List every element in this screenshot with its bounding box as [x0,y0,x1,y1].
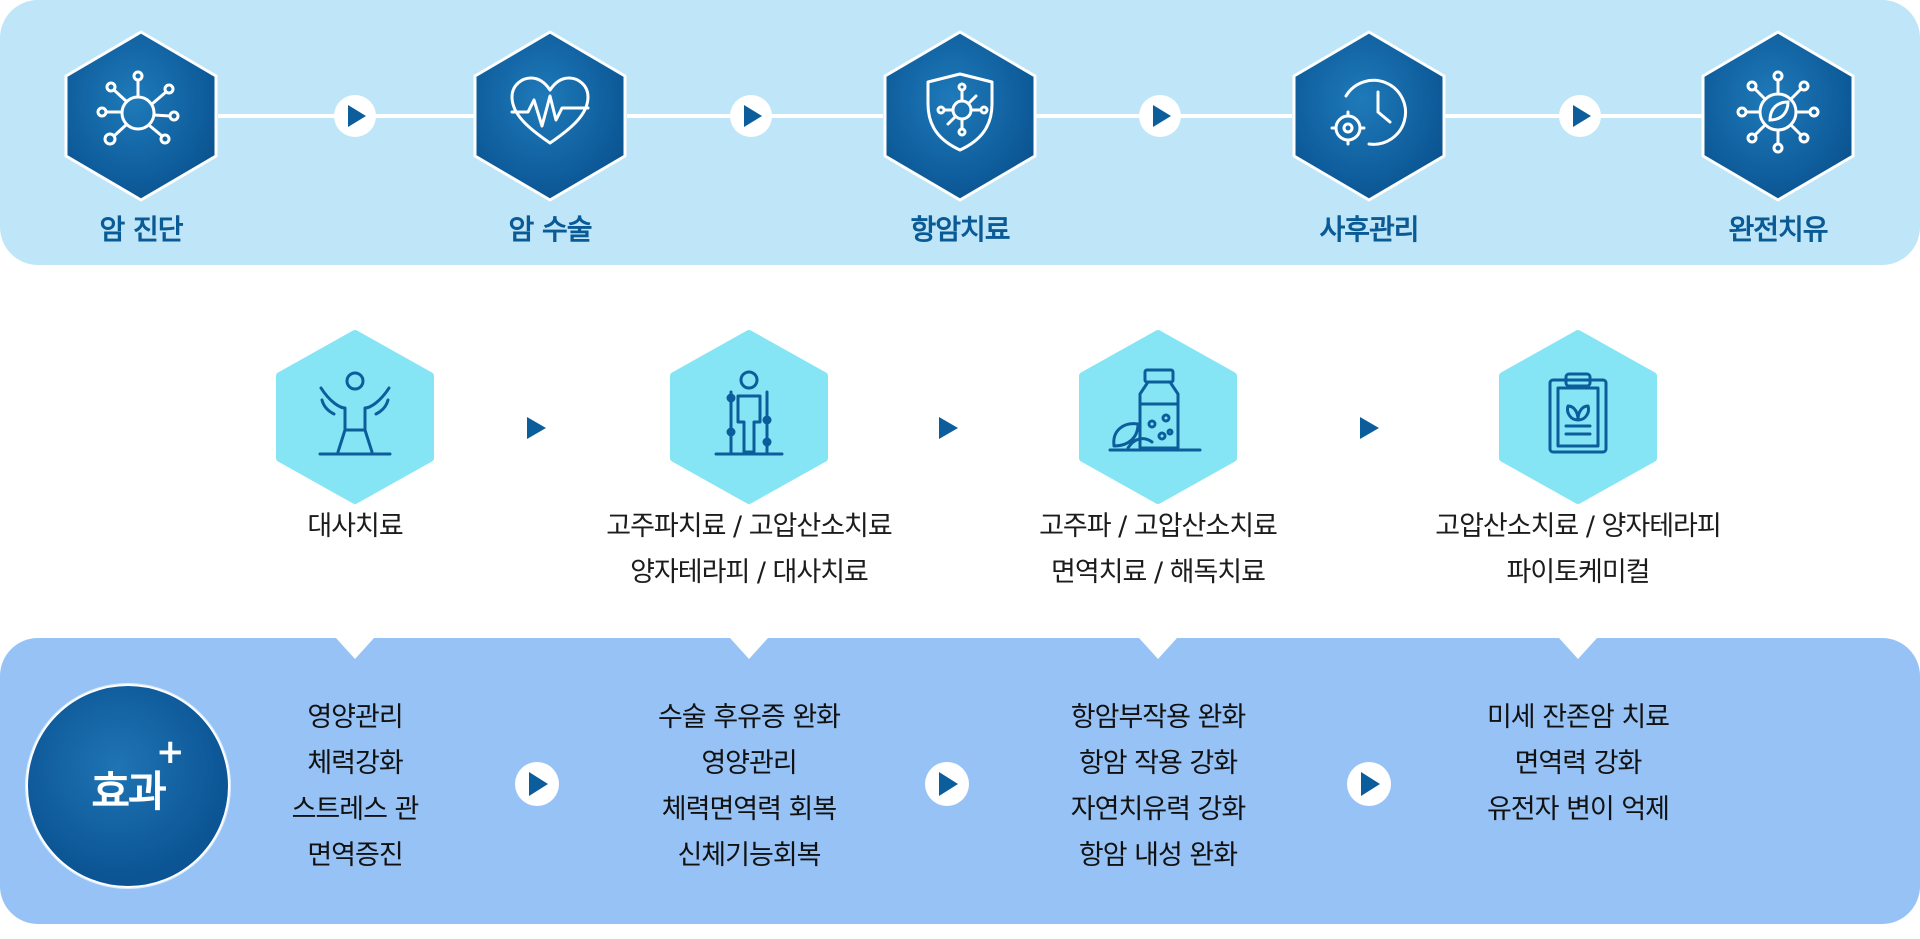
treatment-text-4: 고압산소치료 / 양자테라피 파이토케미컬 [1388,504,1768,596]
stage-title-full-recovery: 완전치유 [1728,213,1828,246]
virus-leaf-icon [1736,70,1820,154]
virus-network-icon [96,70,180,146]
effect-line: 체력강화 [307,748,403,779]
stage-title-diagnosis: 암 진단 [99,213,183,246]
plus-icon: + [156,732,185,772]
treatment-line: 고주파 / 고압산소치료 [1039,511,1278,542]
stage-arrow-4 [1559,95,1601,137]
effect-line: 미세 잔존암 치료 [1486,702,1670,733]
treatment-line: 양자테라피 / 대사치료 [630,557,869,588]
effect-line: 유전자 변이 억제 [1486,794,1670,825]
stage-arrow-3 [1139,95,1181,137]
effect-arrow-3 [1347,762,1391,806]
jar-leaves-icon [1108,368,1202,452]
effect-notches [336,638,1597,659]
effect-arrow-1 [515,762,559,806]
stage-title-chemo: 항암치료 [910,213,1010,246]
treatment-arrows [527,417,1379,439]
clipboard-plant-icon [1548,372,1608,454]
effect-line: 항암 작용 강화 [1078,748,1238,779]
stage-hexagons [64,30,1855,202]
treatment-text-3: 고주파 / 고압산소치료 면역치료 / 해독치료 [968,504,1348,596]
effect-line: 항암부작용 완화 [1070,702,1246,733]
effect-line: 신체기능회복 [677,840,821,871]
stage-arrow-1 [334,95,376,137]
treatment-line: 고주파치료 / 고압산소치료 [606,511,893,542]
clock-gear-icon [1330,78,1408,146]
effect-badge: 효과 + [26,684,230,888]
effect-line: 영양관리 [701,748,797,779]
person-arms-up-icon [318,371,392,456]
treatment-text-1: 대사치료 [165,504,545,550]
treatment-hexagons [276,330,1657,504]
effect-group-3: 항암부작용 완화 항암 작용 강화 자연치유력 강화 항암 내성 완화 [1008,695,1308,879]
effect-group-1: 영양관리 체력강화 스트레스 관 면역증진 [205,695,505,879]
treatment-text-2: 고주파치료 / 고압산소치료 양자테라피 / 대사치료 [559,504,939,596]
shield-virus-icon [926,72,994,152]
effect-line: 자연치유력 강화 [1070,794,1246,825]
stage-arrow-2 [730,95,772,137]
stage-title-surgery: 암 수술 [508,213,592,246]
treatment-connector-bumps [311,265,1622,300]
effect-line: 면역력 강화 [1514,748,1643,779]
effect-line: 체력면역력 회복 [661,794,837,825]
effect-line: 면역증진 [307,840,403,871]
treatment-line: 대사치료 [307,511,403,542]
effect-line: 스트레스 관 [291,794,420,825]
effect-line: 영양관리 [307,702,403,733]
treatment-line: 면역치료 / 해독치료 [1051,557,1266,588]
effect-line: 항암 내성 완화 [1078,840,1238,871]
effect-group-2: 수술 후유증 완화 영양관리 체력면역력 회복 신체기능회복 [599,695,899,879]
person-crutches-icon [714,370,784,456]
effect-group-4: 미세 잔존암 치료 면역력 강화 유전자 변이 억제 [1428,695,1728,833]
stage-title-aftercare: 사후관리 [1319,213,1419,246]
heart-pulse-icon [510,76,590,145]
treatment-line: 고압산소치료 / 양자테라피 [1435,511,1722,542]
treatment-line: 파이토케미컬 [1506,557,1650,588]
effect-line: 수술 후유증 완화 [657,702,841,733]
effect-badge-label: 효과 [91,767,166,816]
effect-arrow-2 [925,762,969,806]
